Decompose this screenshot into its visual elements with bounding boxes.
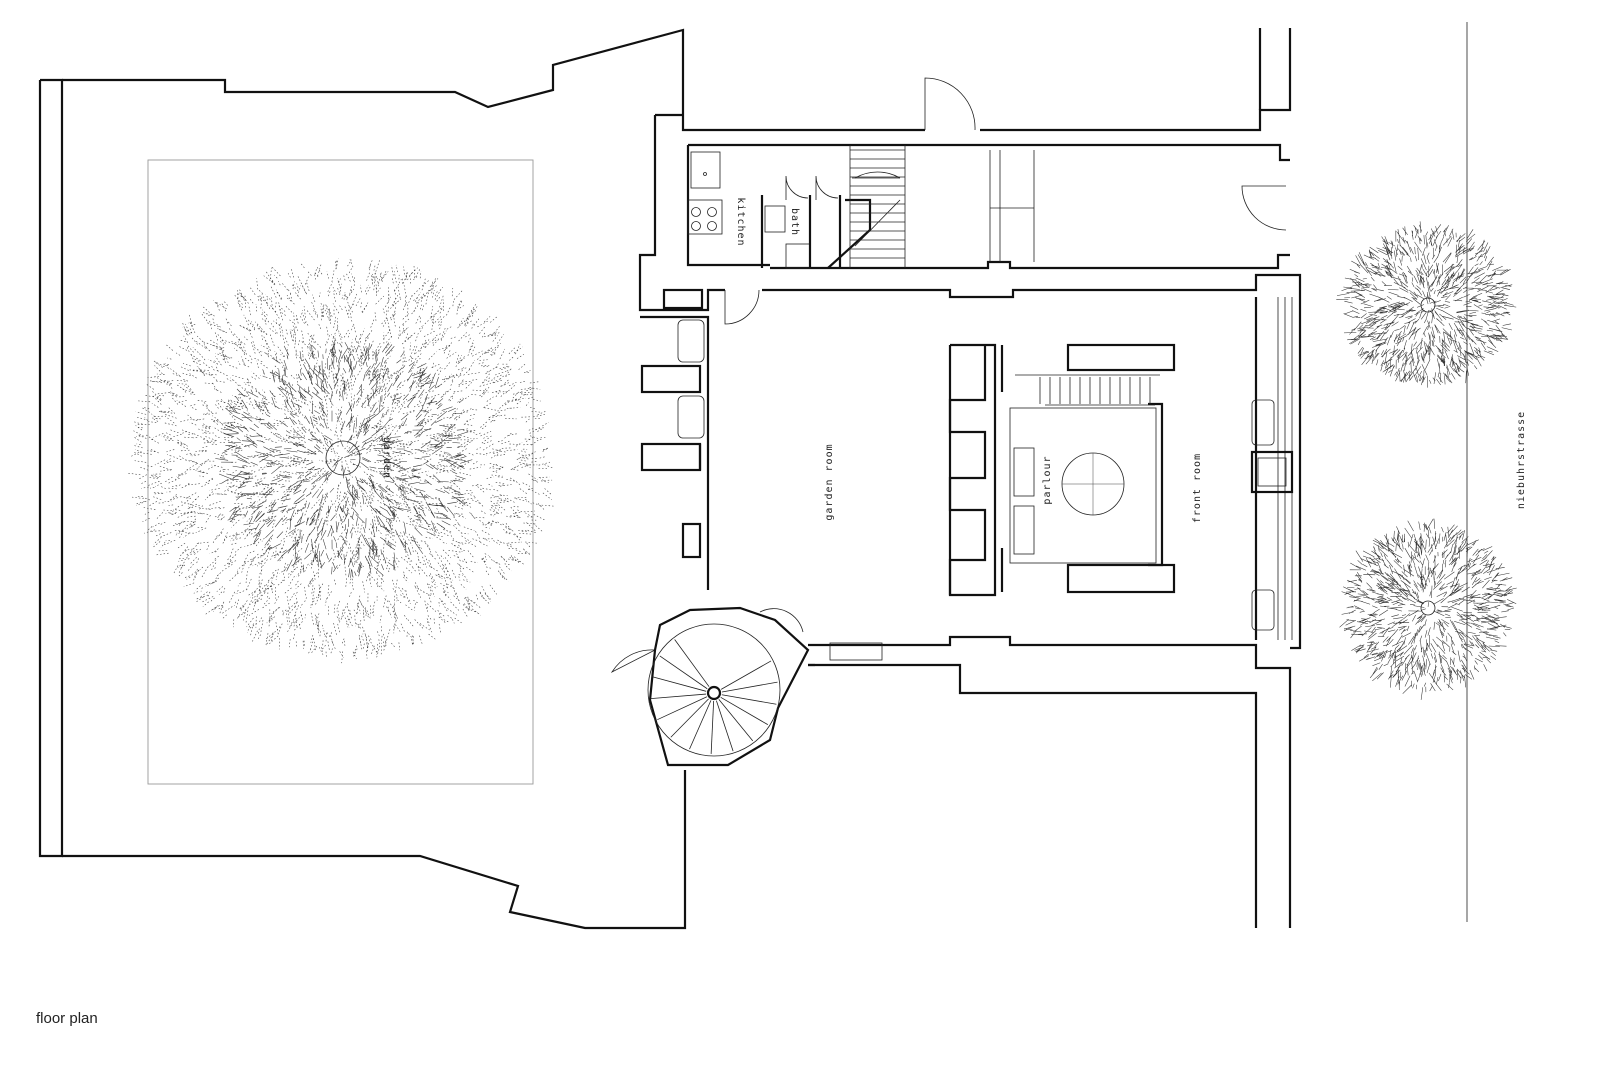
street-tree-trunk-icon — [1420, 297, 1436, 313]
washbasin-icon — [764, 205, 786, 233]
spiral-treads — [650, 639, 778, 754]
drawing-caption: floor plan — [36, 1010, 98, 1027]
label-garden-room: garden room — [824, 443, 835, 520]
garden-tree-icon — [128, 258, 555, 664]
label-street: niebuhrstrasse — [1516, 411, 1527, 509]
label-parlour: parlour — [1042, 455, 1053, 504]
bench-icon — [1013, 447, 1035, 497]
label-front-room: front room — [1192, 453, 1203, 523]
door-swings — [610, 77, 1287, 674]
hob-icon — [687, 199, 723, 235]
toilet-icon — [785, 243, 811, 269]
window-seats — [677, 319, 1275, 631]
street-tree-icon — [1339, 518, 1517, 700]
sink-icon — [690, 151, 721, 189]
parlour-core — [948, 343, 1176, 597]
service-block — [662, 145, 1035, 310]
bench-icon — [1013, 505, 1035, 555]
garden-lot — [38, 28, 687, 930]
house-walls — [638, 22, 1468, 928]
tree-trunk-icon — [325, 440, 361, 476]
street-tree-icon — [1336, 221, 1517, 388]
parlour-stair-treads — [1039, 377, 1151, 404]
label-garden: garden — [381, 437, 392, 479]
lawn-area — [147, 159, 534, 785]
label-bath: bath — [789, 208, 800, 236]
street-tree-trunk-icon — [1420, 600, 1436, 616]
label-kitchen: kitchen — [735, 197, 746, 246]
spiral-stair-tower — [647, 606, 883, 767]
stair-newel-icon — [706, 685, 722, 701]
counter-icon — [829, 642, 883, 661]
stair-treads — [850, 149, 905, 259]
